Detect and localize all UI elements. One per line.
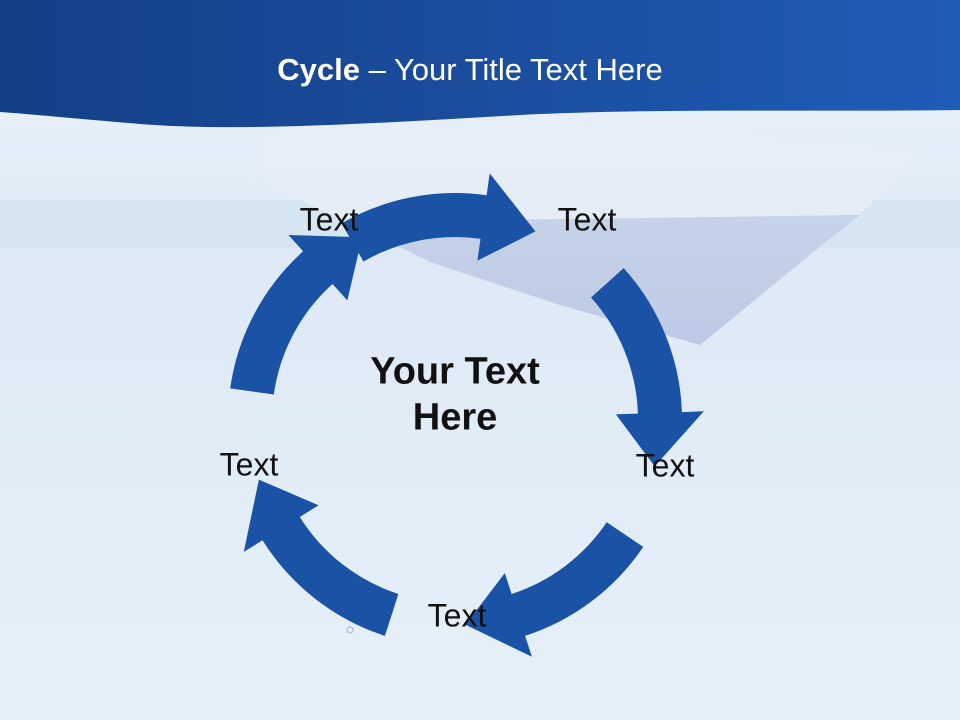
center-text-line1: Your Text [370,350,540,393]
cycle-arrow-1 [341,173,536,262]
header-band [0,0,960,128]
step-label-3: Text [635,447,695,484]
cycle-arrow-3 [465,522,644,657]
center-text: Your Text Here [325,349,585,440]
slide-title: Cycle – Your Title Text Here [0,52,940,88]
step-label-2: Text [557,201,617,238]
cycle-arrow-5 [230,235,363,395]
cycle-arrow-4 [243,479,399,636]
step-label-5: Text [219,446,279,483]
center-text-line2: Here [412,396,498,438]
cycle-arrow-2 [591,268,704,467]
title-rest: – Your Title Text Here [360,52,663,87]
step-label-4: Text [427,597,487,634]
boat-hull [350,215,860,345]
water-bubble [346,626,354,634]
title-bold: Cycle [277,52,360,87]
step-label-1: Text [299,201,359,238]
